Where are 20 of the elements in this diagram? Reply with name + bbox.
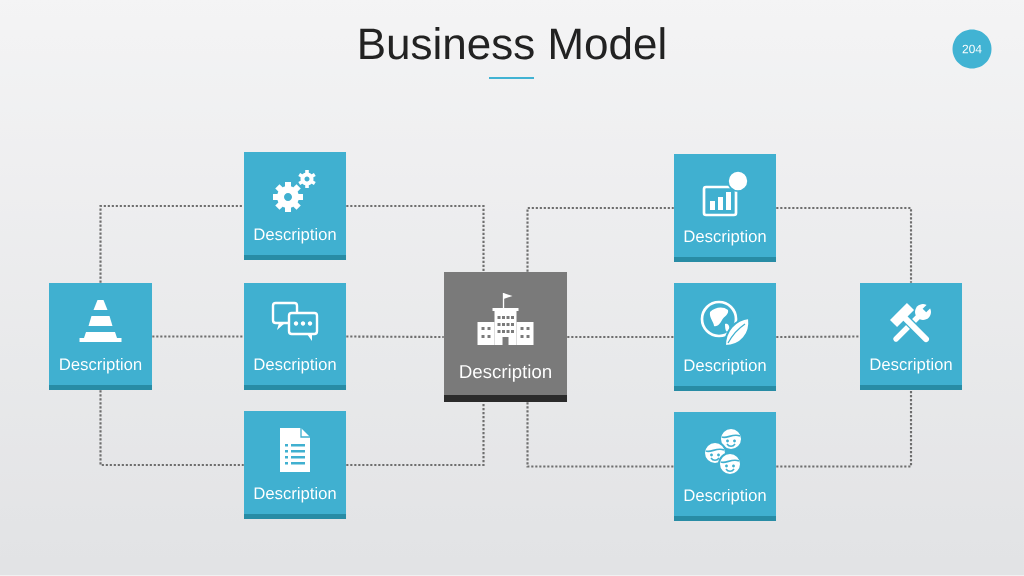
process-box: Description (49, 283, 152, 390)
connector-line (776, 390, 913, 468)
connector-line (99, 204, 244, 283)
connector-line (99, 390, 244, 467)
process-box: Description (674, 283, 776, 391)
connector-line (346, 204, 485, 272)
process-box: Description (244, 152, 346, 260)
connector-line (776, 335, 860, 339)
process-box: Description (674, 154, 776, 262)
connector-line (567, 335, 674, 339)
connector-line (526, 206, 674, 272)
connector-line (346, 335, 444, 339)
process-box: Description (244, 283, 346, 390)
connector-line (346, 402, 485, 467)
title: Business Model (360, 27, 665, 60)
connector-line (776, 206, 913, 283)
connector-line (526, 402, 674, 468)
connector-line (152, 335, 244, 338)
page-number-badge: 204 (952, 29, 992, 69)
process-box: Description (860, 283, 962, 390)
